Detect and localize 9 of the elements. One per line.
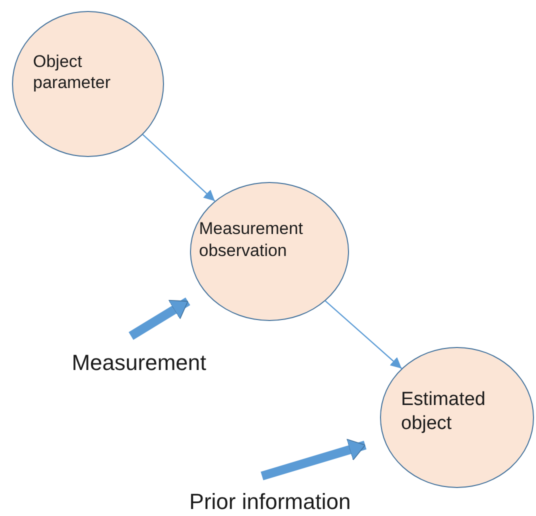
node-label: Measurement observation [199,218,304,261]
arrow [324,300,402,369]
arrow [142,134,216,202]
input-label: Measurement [44,348,234,378]
input-label: Prior information [156,488,384,516]
node-label: Object parameter [33,50,112,94]
node-label: Estimated object [401,388,486,436]
block-arrow [260,440,366,480]
block-arrow [128,297,190,340]
